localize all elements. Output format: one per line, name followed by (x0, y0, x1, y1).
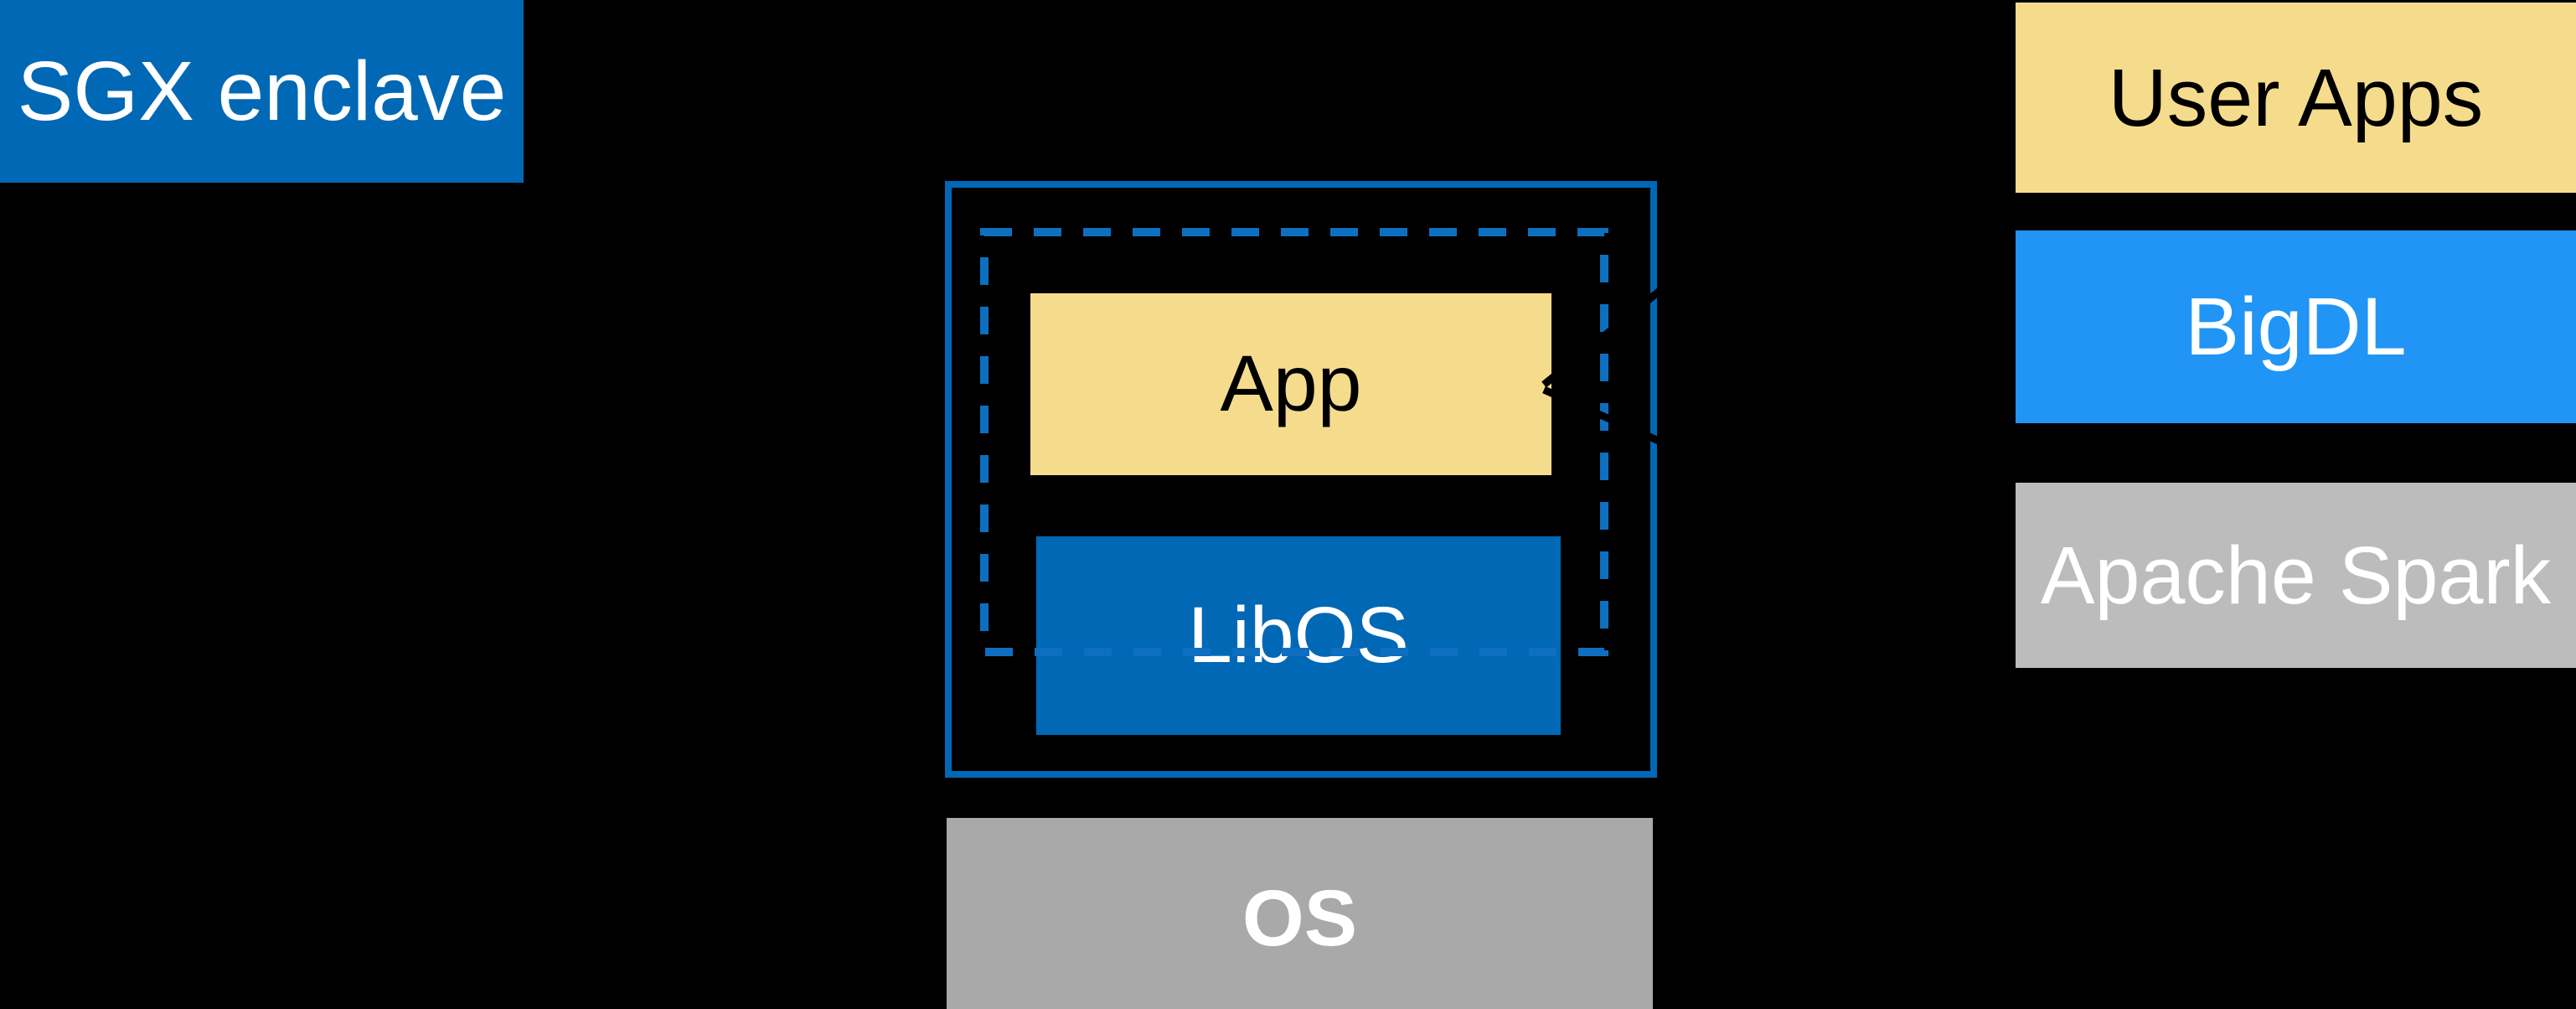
fan-line-lower (1542, 385, 2014, 603)
sgx-arrow-line (542, 513, 922, 530)
user-apps-label: User Apps (2108, 51, 2484, 143)
bigdl-box: BigDL (2016, 230, 2576, 423)
apache-spark-box: Apache Spark (2016, 483, 2576, 668)
libos-label: LibOS (1187, 591, 1410, 680)
sgx-enclave-box: SGX enclave (0, 0, 524, 183)
libos-box: LibOS (1036, 536, 1561, 735)
sgx-arrowhead-icon (514, 502, 546, 530)
enclave-dashed-border (980, 228, 1608, 656)
app-label: App (1220, 339, 1362, 428)
os-label: OS (1242, 873, 1358, 963)
apache-spark-label: Apache Spark (2040, 529, 2552, 621)
user-apps-box: User Apps (2016, 3, 2576, 193)
fan-line-upper (1541, 2, 2015, 388)
bigdl-label: BigDL (2185, 281, 2407, 372)
app-box: App (1030, 293, 1551, 475)
sgx-enclave-label: SGX enclave (17, 44, 507, 138)
os-box: OS (947, 818, 1653, 1009)
enclave-outer-box (945, 181, 1657, 778)
